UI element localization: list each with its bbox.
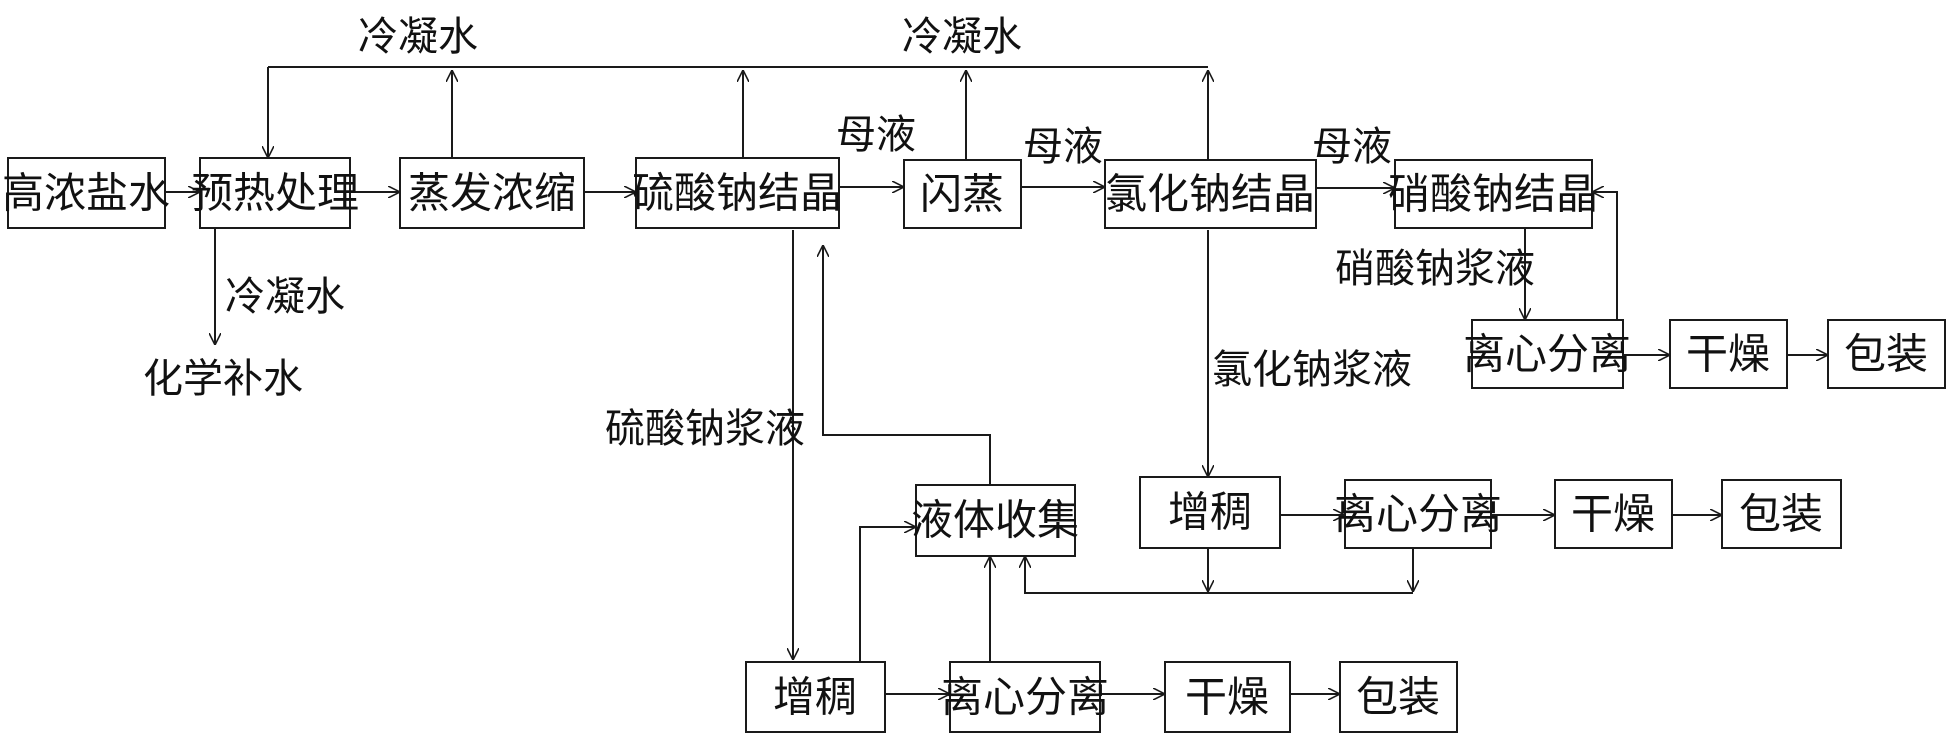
arrow-chloride-return-to-collect: [1025, 556, 1413, 594]
label-mother-liquor-1: 母液: [836, 112, 916, 158]
box-nitrate-pack: 包装: [1827, 319, 1946, 389]
box-preheat: 预热处理: [191, 157, 359, 229]
box-sulfate-dry: 干燥: [1164, 661, 1291, 733]
box-sulfate-dry-label: 干燥: [1185, 673, 1269, 722]
box-evaporation-label: 蒸发浓缩: [408, 169, 576, 218]
box-high-salt-water-label: 高浓盐水: [2, 169, 170, 218]
box-nitrate-centrifuge: 离心分离: [1463, 319, 1631, 389]
box-sulfate-centrifuge: 离心分离: [941, 661, 1109, 733]
label-mother-liquor-3: 母液: [1312, 124, 1392, 170]
box-chloride-dry-label: 干燥: [1571, 490, 1655, 539]
label-chemical-makeup: 化学补水: [143, 356, 303, 402]
box-chloride-pack-label: 包装: [1739, 490, 1823, 539]
box-chloride-centrifuge-label: 离心分离: [1334, 490, 1502, 539]
arrow-sulfate-thicken-to-collect: [859, 527, 916, 665]
box-sodium-chloride-crystal: 氯化钠结晶: [1104, 159, 1317, 229]
box-nitrate-dry: 干燥: [1669, 319, 1788, 389]
arrow-collect-return-to-sulfate: [823, 245, 991, 485]
box-nitrate-centrifuge-label: 离心分离: [1463, 330, 1631, 379]
box-liquid-collect-label: 液体收集: [911, 496, 1079, 545]
arrow-nitrate-centrifuge-return: [1592, 192, 1618, 320]
label-sodium-chloride-slurry: 氯化钠浆液: [1212, 347, 1412, 393]
label-sodium-nitrate-slurry: 硝酸钠浆液: [1335, 246, 1535, 292]
box-sulfate-thicken-label: 增稠: [773, 673, 857, 722]
box-sulfate-thicken: 增稠: [745, 661, 886, 733]
flow-labels: 冷凝水 冷凝水 冷凝水 化学补水 母液 母液 母液 硝酸钠浆液 氯化钠浆液 硫酸…: [143, 14, 1535, 452]
box-sulfate-pack: 包装: [1339, 661, 1458, 733]
box-chloride-centrifuge: 离心分离: [1334, 479, 1502, 549]
box-preheat-label: 预热处理: [191, 169, 359, 218]
box-evaporation: 蒸发浓缩: [399, 157, 585, 229]
box-chloride-dry: 干燥: [1554, 479, 1673, 549]
label-mother-liquor-2: 母液: [1023, 124, 1103, 170]
box-nitrate-dry-label: 干燥: [1686, 330, 1770, 379]
box-liquid-collect: 液体收集: [911, 484, 1079, 557]
connectors: [165, 66, 1828, 694]
box-flash: 闪蒸: [903, 159, 1022, 229]
label-condensate-top-right: 冷凝水: [902, 14, 1022, 60]
box-flash-label: 闪蒸: [920, 170, 1004, 219]
box-sodium-nitrate-crystal: 硝酸钠结晶: [1388, 159, 1598, 229]
box-chloride-thicken-label: 增稠: [1168, 488, 1252, 537]
box-chloride-pack: 包装: [1721, 479, 1842, 549]
label-condensate-top-left: 冷凝水: [358, 14, 478, 60]
box-high-salt-water: 高浓盐水: [2, 157, 170, 229]
box-sodium-sulfate-crystal-label: 硫酸钠结晶: [632, 169, 842, 218]
box-sodium-chloride-crystal-label: 氯化钠结晶: [1105, 170, 1315, 219]
box-sodium-nitrate-crystal-label: 硝酸钠结晶: [1388, 170, 1598, 219]
label-condensate-down: 冷凝水: [225, 274, 345, 320]
box-chloride-thicken: 增稠: [1139, 476, 1281, 549]
box-sulfate-pack-label: 包装: [1356, 673, 1440, 722]
box-sodium-sulfate-crystal: 硫酸钠结晶: [632, 157, 842, 229]
box-sulfate-centrifuge-label: 离心分离: [941, 673, 1109, 722]
box-nitrate-pack-label: 包装: [1844, 330, 1928, 379]
label-sodium-sulfate-slurry: 硫酸钠浆液: [605, 406, 805, 452]
